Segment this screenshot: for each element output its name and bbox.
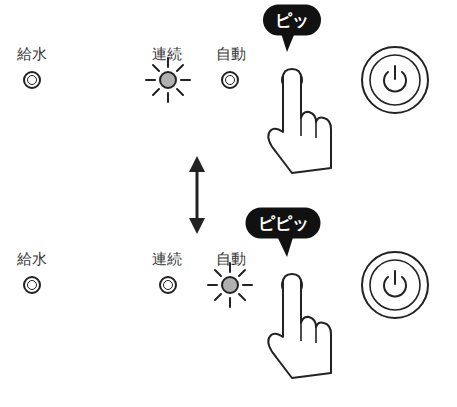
callout-text: ピッ bbox=[275, 10, 309, 30]
callout-text: ピピッ bbox=[258, 213, 309, 233]
indicator-label: 給水 bbox=[17, 45, 47, 64]
indicator-label: 自動 bbox=[216, 250, 246, 269]
indicator-label: 給水 bbox=[17, 250, 47, 269]
sound-callout: ピピッ bbox=[246, 208, 321, 239]
indicator-label: 自動 bbox=[216, 45, 246, 64]
indicator-label: 連続 bbox=[152, 45, 182, 64]
indicator-label: 連続 bbox=[152, 250, 182, 269]
sound-callout: ピッ bbox=[263, 5, 321, 36]
